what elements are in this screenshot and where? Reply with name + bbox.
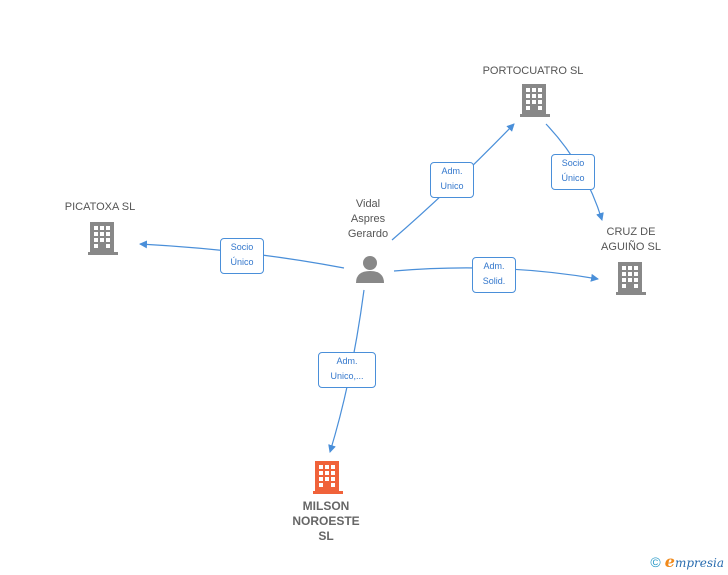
brand-e: e [664,552,675,571]
picatoxa-name[interactable]: PICATOXA SL [64,201,136,213]
edge-label-person-milson: Adm. Unico,... [318,352,376,388]
empresia-watermark[interactable]: ©empresia [650,552,724,571]
picatoxa-building-icon[interactable] [88,222,118,255]
portocuatro-building-icon[interactable] [520,84,550,117]
edge-label-person-cruz: Adm. Solid. [472,257,516,293]
portocuatro-name[interactable]: PORTOCUATRO SL [482,65,584,77]
person-icon[interactable] [356,256,384,283]
edge-label-person-portocuatro: Adm. Unico [430,162,474,198]
brand-rest: mpresia [674,556,724,570]
milson-name[interactable]: MILSON NOROESTE SL [292,499,360,543]
cruz-building-icon[interactable] [616,262,646,295]
cruz-name[interactable]: CRUZ DE AGUIÑO SL [601,226,661,253]
edge-label-person-picatoxa: Socio Único [220,238,264,274]
edge-label-portocuatro-cruz: Socio Único [551,154,595,190]
person-name[interactable]: Vidal Aspres Gerardo [347,198,389,240]
copyright-icon: © [650,554,661,570]
milson-building-icon[interactable] [313,461,343,494]
